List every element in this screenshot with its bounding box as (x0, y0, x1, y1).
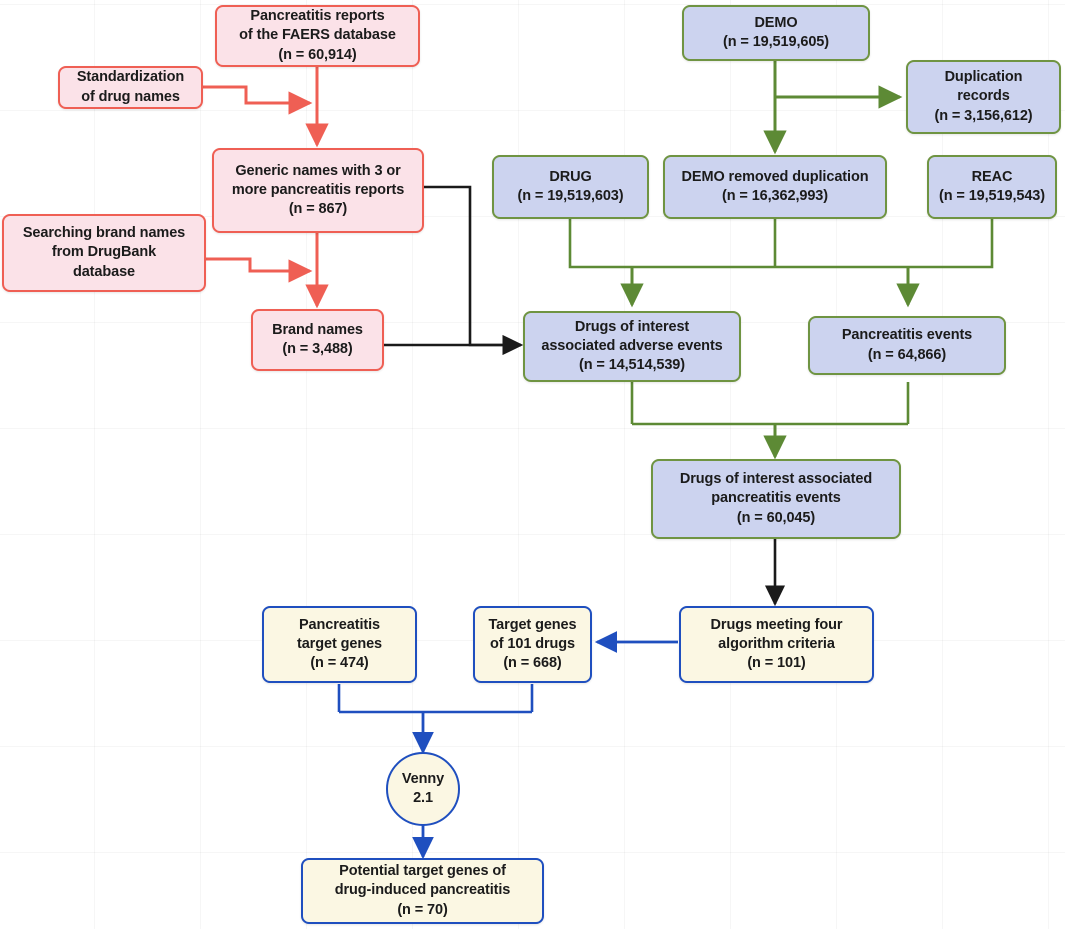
node-reac[interactable]: REAC (n = 19,519,543) (927, 155, 1057, 219)
node-venny-label: Venny 2.1 (401, 770, 445, 806)
node-demo[interactable]: DEMO (n = 19,519,605) (682, 5, 870, 61)
node-faers-reports-label: Pancreatitis reports of the FAERS databa… (239, 8, 396, 63)
node-generic-names-label: Generic names with 3 or more pancreatiti… (231, 162, 405, 218)
edge-searching-to-brand (205, 257, 313, 283)
node-drugs-of-interest-pancreatitis-events[interactable]: Drugs of interest associated pancreatiti… (651, 459, 901, 539)
node-drugs-meeting-four-algorithm-criteria[interactable]: Drugs meeting four algorithm criteria (n… (679, 606, 874, 683)
node-drug[interactable]: DRUG (n = 19,519,603) (492, 155, 649, 219)
node-pancreatitis-target-genes-label: Pancreatitis target genes (n = 474) (296, 616, 383, 672)
node-generic-names[interactable]: Generic names with 3 or more pancreatiti… (212, 148, 424, 233)
node-drug-label: DRUG (n = 19,519,603) (517, 168, 624, 204)
node-standardization[interactable]: Standardization of drug names (58, 66, 203, 109)
node-demo-label: DEMO (n = 19,519,605) (722, 14, 829, 50)
node-target-genes-of-101-drugs-label: Target genes of 101 drugs (n = 668) (488, 616, 577, 672)
node-standardization-label: Standardization of drug names (76, 69, 185, 105)
node-target-genes-of-101-drugs[interactable]: Target genes of 101 drugs (n = 668) (473, 606, 592, 683)
node-duplication-records[interactable]: Duplication records (n = 3,156,612) (906, 60, 1061, 134)
node-venny[interactable]: Venny 2.1 (386, 752, 460, 826)
edge-drug-to-merge (568, 218, 632, 269)
node-potential-target-genes[interactable]: Potential target genes of drug-induced p… (301, 858, 544, 924)
node-demo-removed-duplication[interactable]: DEMO removed duplication (n = 16,362,993… (663, 155, 887, 219)
node-pancreatitis-target-genes[interactable]: Pancreatitis target genes (n = 474) (262, 606, 417, 683)
node-drugs-of-interest-adverse-events[interactable]: Drugs of interest associated adverse eve… (523, 311, 741, 382)
node-drugs-meeting-four-algorithm-criteria-label: Drugs meeting four algorithm criteria (n… (710, 616, 843, 672)
node-potential-target-genes-label: Potential target genes of drug-induced p… (334, 863, 511, 918)
edge-reac-to-merge (908, 218, 994, 269)
edge-demo-to-duplication (773, 60, 903, 109)
node-faers-reports[interactable]: Pancreatitis reports of the FAERS databa… (215, 5, 420, 67)
node-searching-brand-names[interactable]: Searching brand names from DrugBank data… (2, 214, 206, 292)
node-brand-names-label: Brand names (n = 3,488) (272, 321, 363, 357)
node-reac-label: REAC (n = 19,519,543) (938, 168, 1045, 204)
edge-standardization-to-generic (202, 85, 313, 115)
node-drugs-of-interest-adverse-events-label: Drugs of interest associated adverse eve… (541, 318, 723, 374)
node-demo-removed-duplication-label: DEMO removed duplication (n = 16,362,993… (681, 168, 869, 204)
node-brand-names[interactable]: Brand names (n = 3,488) (251, 309, 384, 371)
node-drugs-of-interest-pancreatitis-events-label: Drugs of interest associated pancreatiti… (679, 471, 873, 526)
node-pancreatitis-events[interactable]: Pancreatitis events (n = 64,866) (808, 316, 1006, 375)
node-duplication-records-label: Duplication records (n = 3,156,612) (934, 69, 1033, 124)
node-pancreatitis-events-label: Pancreatitis events (n = 64,866) (841, 327, 973, 363)
node-searching-brand-names-label: Searching brand names from DrugBank data… (22, 225, 186, 280)
